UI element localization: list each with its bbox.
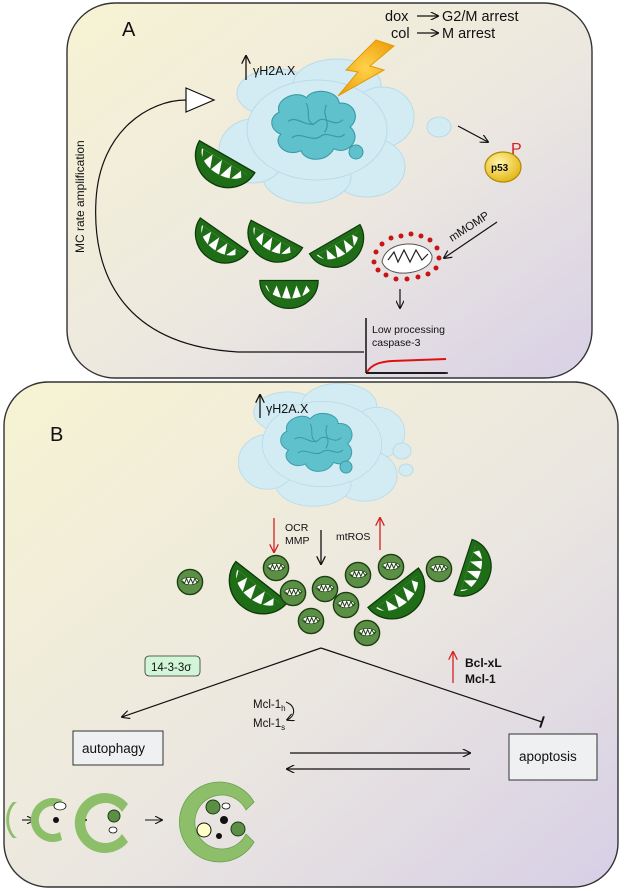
protein-1433-label: 14-3-3σ (151, 662, 191, 674)
p53-label: p53 (491, 163, 509, 174)
mmp-label: MMP (285, 535, 310, 547)
caspase-red-curve (366, 358, 447, 373)
cargo-vesicle-3 (108, 826, 118, 834)
caspase-line2: caspase-3 (372, 337, 421, 349)
chromatin-fragment-b (339, 460, 353, 474)
round-mito-9 (353, 619, 381, 647)
round-mito-10 (425, 555, 453, 583)
autolysosome (178, 781, 255, 863)
gamma-h2ax-a: γH2A.X (253, 64, 296, 78)
round-mito-6 (332, 591, 360, 619)
autophagy-label: autophagy (82, 741, 145, 756)
panel-b-label: B (50, 424, 63, 446)
mmomp-arrow (444, 221, 498, 258)
panel-a: A dox G2/M arrest col M arrest γH2A.X MC… (66, 2, 593, 379)
lightning-bolt-icon (337, 39, 396, 97)
cargo-dot-4b (216, 833, 222, 839)
phagophore-2 (30, 798, 62, 842)
col-label: col (391, 26, 410, 42)
caspase-line1: Low processing (372, 324, 445, 336)
p53-protein (484, 151, 522, 183)
ocr-label: OCR (285, 522, 309, 534)
mcl1-conversion-arrow (286, 701, 294, 720)
round-mito-1 (176, 568, 204, 596)
round-mito-2 (262, 554, 290, 582)
round-mito-5 (297, 607, 325, 635)
mcl1s-label: Mcl-1s (253, 718, 285, 732)
lysosome (196, 822, 212, 838)
apoptosis-label: apoptosis (519, 749, 577, 764)
dox-effect: G2/M arrest (442, 9, 519, 25)
to-autophagy-arrow (122, 647, 322, 717)
round-mito-4 (311, 575, 339, 603)
permeabilized-mitochondrion (371, 231, 442, 282)
mcl1h-label: Mcl-1h (253, 699, 286, 713)
micronucleus-b1 (392, 442, 412, 460)
autophagosome-3 (74, 793, 128, 853)
chromatin-fragment-a (348, 144, 364, 160)
phospho-label: P (511, 141, 522, 158)
cargo-mito-4b (230, 821, 246, 837)
cargo-mito-3 (107, 809, 121, 823)
micronucleus-a (426, 116, 452, 138)
mtros-label: mtROS (336, 531, 370, 543)
dox-label: dox (385, 9, 409, 25)
mcl1-label: Mcl-1 (465, 672, 496, 686)
apoptosis-box (508, 733, 598, 781)
cargo-dot-4a (220, 816, 228, 824)
bclxl-label: Bcl-xL (465, 656, 502, 670)
micronucleus-b2 (398, 463, 414, 477)
to-apoptosis-inhibition (320, 647, 545, 728)
round-mito-8 (377, 553, 405, 581)
cargo-vesicle-4 (221, 802, 231, 810)
caspase-plot: Low processing caspase-3 (365, 318, 448, 374)
to-p53-arrow (457, 125, 488, 142)
gamma-h2ax-b: γH2A.X (266, 402, 309, 416)
col-effect: M arrest (442, 26, 495, 42)
cargo-mito-4a (205, 799, 221, 815)
autophagy-box (72, 730, 164, 766)
round-mito-3 (279, 579, 307, 607)
autophagosome-formation (6, 781, 255, 863)
protein-1433-box (144, 655, 201, 677)
cargo-mito-2 (53, 801, 67, 811)
mc-cycle-arrow (95, 99, 364, 353)
round-mito-7 (344, 561, 372, 589)
panel-a-label: A (122, 19, 136, 41)
panel-b: B γH2A.X OCR MMP mtROS 1 (3, 381, 619, 888)
mc-rate-label: MC rate amplification (73, 140, 87, 253)
cargo-dot-2 (53, 817, 59, 823)
mc-cycle-arrowhead (185, 87, 216, 113)
phagophore-1 (6, 802, 17, 838)
